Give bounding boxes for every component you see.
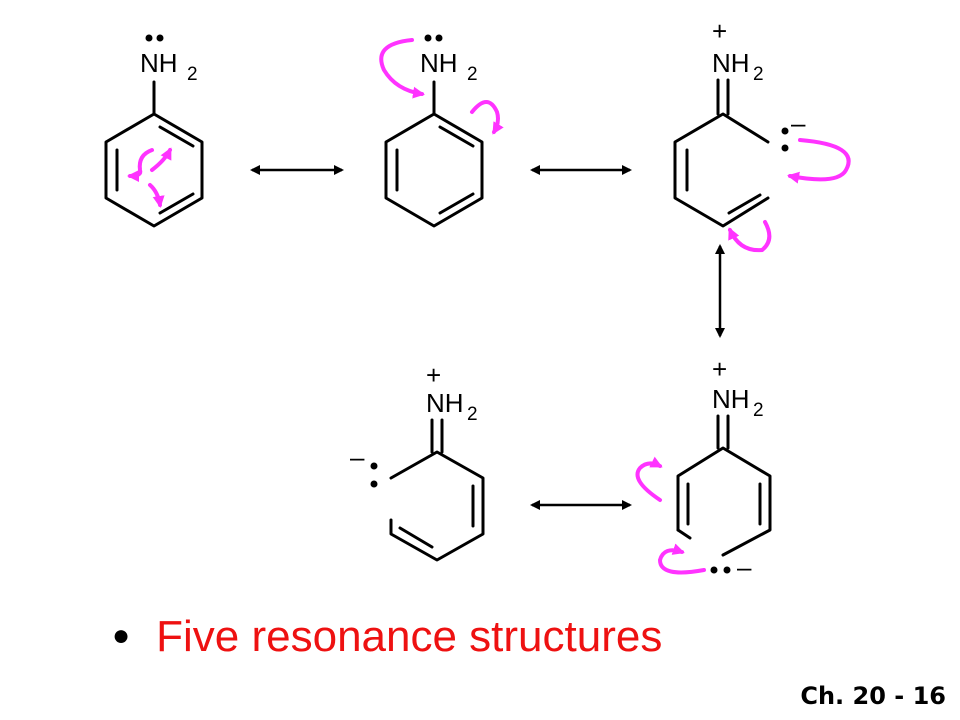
structure-1: NH 2	[104, 34, 204, 228]
plus-charge: +	[712, 16, 727, 46]
structure-2: NH 2	[379, 34, 504, 228]
minus-charge: –	[791, 108, 806, 138]
plus-charge: +	[712, 354, 727, 384]
caption-line: ● Five resonance structures	[112, 612, 662, 662]
amine-label: NH	[712, 384, 750, 414]
amine-label: NH	[712, 48, 750, 78]
amine-label: NH	[426, 388, 464, 418]
structure-4: + NH 2 –	[635, 354, 772, 582]
plus-charge: +	[426, 360, 441, 390]
amine-subscript: 2	[187, 64, 198, 85]
amine-subscript: 2	[467, 404, 478, 425]
structure-5: + NH 2 –	[350, 360, 485, 562]
structure-3: + NH 2 –	[673, 16, 851, 253]
caption-text: Five resonance structures	[156, 612, 663, 661]
slide-number: Ch. 20 - 16	[800, 682, 946, 710]
minus-charge: –	[737, 552, 752, 582]
amine-subscript: 2	[753, 64, 764, 85]
bullet-icon: ●	[112, 619, 131, 652]
amine-subscript: 2	[467, 64, 478, 85]
amine-label: NH	[420, 48, 458, 78]
minus-charge: –	[350, 442, 365, 472]
amine-subscript: 2	[753, 400, 764, 421]
amine-label: NH	[140, 48, 178, 78]
